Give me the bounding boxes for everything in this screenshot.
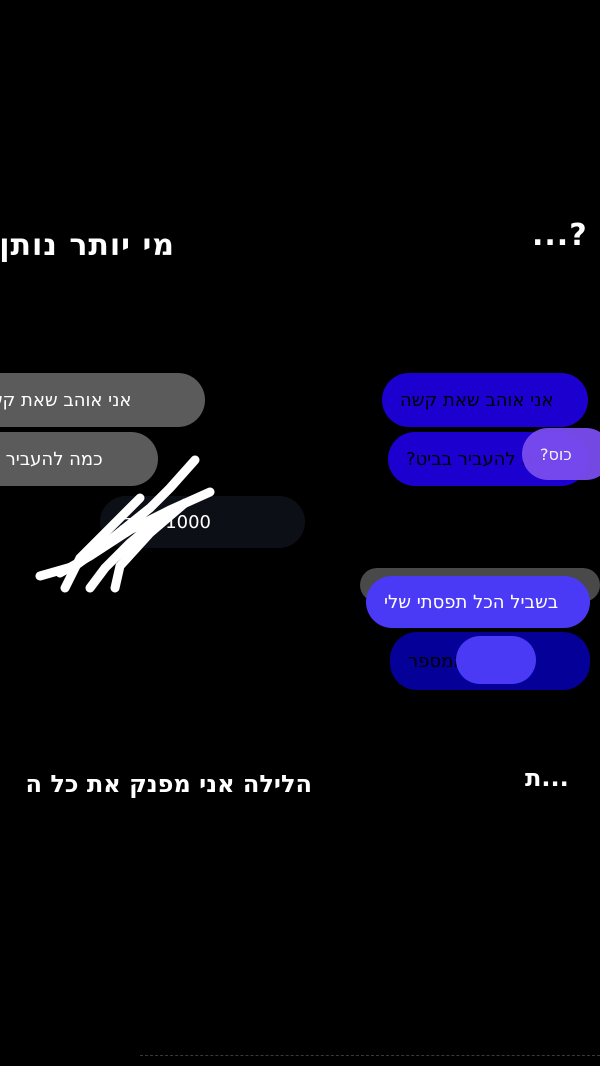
bubble-text: כוס? xyxy=(540,444,572,464)
bubble-text: כמה להעביר ב.. xyxy=(0,448,103,470)
right-chat-bubble-1: אני אוהב שאת קשה xyxy=(382,373,588,427)
glitch-overlay-bubble: כוס? xyxy=(522,428,600,480)
right-heading: ?... xyxy=(532,218,588,253)
left-heading: מי יותר נותן? xyxy=(0,228,175,263)
progress-dotted-line xyxy=(140,1055,600,1057)
left-caption: הלילה אני מפנק את כל ה xyxy=(25,770,312,798)
bubble-text: אני אוהב שאת קשה xyxy=(0,389,132,411)
bubble-text: כמה להעביר בביט? xyxy=(406,448,555,470)
left-chat-bubble-2: כמה להעביר ב.. xyxy=(0,432,158,486)
scribble-mark-icon xyxy=(35,455,215,593)
bubble-text: אני אוהב שאת קשה xyxy=(400,389,554,411)
right-chat-bubble-3: בשביל הכל תפסתי שלי xyxy=(366,576,590,628)
glitch-violet-overlay xyxy=(456,636,536,684)
bubble-text: בשביל הכל תפסתי שלי xyxy=(384,591,559,613)
left-chat-bubble-1: אני אוהב שאת קשה xyxy=(0,373,205,427)
right-caption: ...ת xyxy=(525,764,569,792)
